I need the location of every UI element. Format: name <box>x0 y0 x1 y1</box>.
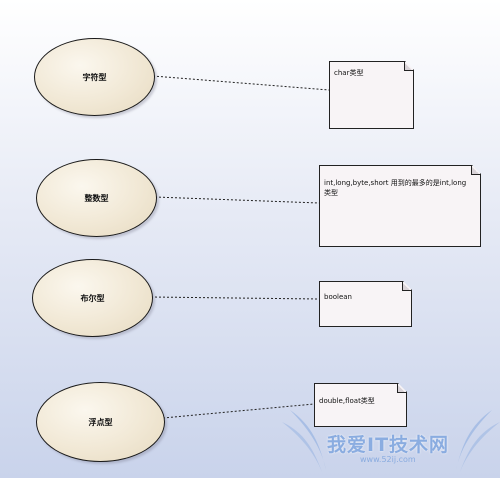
boolean-type-node[interactable]: 布尔型 <box>32 259 153 337</box>
site-watermark: 我爱IT技术网 www.52ij.com <box>282 400 500 478</box>
connector-boolean <box>150 296 320 300</box>
char-type-note-text: char类型 <box>334 69 364 77</box>
boolean-type-note[interactable]: boolean <box>319 281 412 327</box>
float-type-label: 浮点型 <box>88 417 113 427</box>
float-type-note-text: double,float类型 <box>319 397 375 405</box>
watermark-url: www.52ij.com <box>360 455 416 464</box>
watermark-title: 我爱IT技术网 <box>327 434 450 456</box>
integer-type-label: 整数型 <box>84 193 109 203</box>
char-type-note[interactable]: char类型 <box>329 61 414 129</box>
note-fold-edge <box>471 166 480 175</box>
note-fold-corner <box>471 166 480 175</box>
float-type-note[interactable]: double,float类型 <box>314 383 407 427</box>
integer-type-note-text: int,long,byte,short 用到的最多的是int,long类型 <box>324 179 467 197</box>
char-type-label: 字符型 <box>82 72 107 82</box>
connector-float <box>162 403 315 419</box>
char-type-node[interactable]: 字符型 <box>34 38 155 116</box>
note-fold-corner <box>404 62 413 71</box>
integer-type-note[interactable]: int,long,byte,short 用到的最多的是int,long类型 <box>319 165 481 247</box>
boolean-type-label: 布尔型 <box>80 293 105 303</box>
integer-type-node[interactable]: 整数型 <box>36 159 157 237</box>
note-fold-corner <box>402 282 411 291</box>
float-type-node[interactable]: 浮点型 <box>36 382 165 462</box>
note-fold-edge <box>404 62 413 71</box>
note-fold-corner <box>397 384 406 393</box>
connector-char <box>152 75 330 91</box>
note-fold-edge <box>397 384 406 393</box>
note-fold-edge <box>402 282 411 291</box>
boolean-type-note-text: boolean <box>324 293 352 301</box>
connector-integer <box>154 196 320 204</box>
